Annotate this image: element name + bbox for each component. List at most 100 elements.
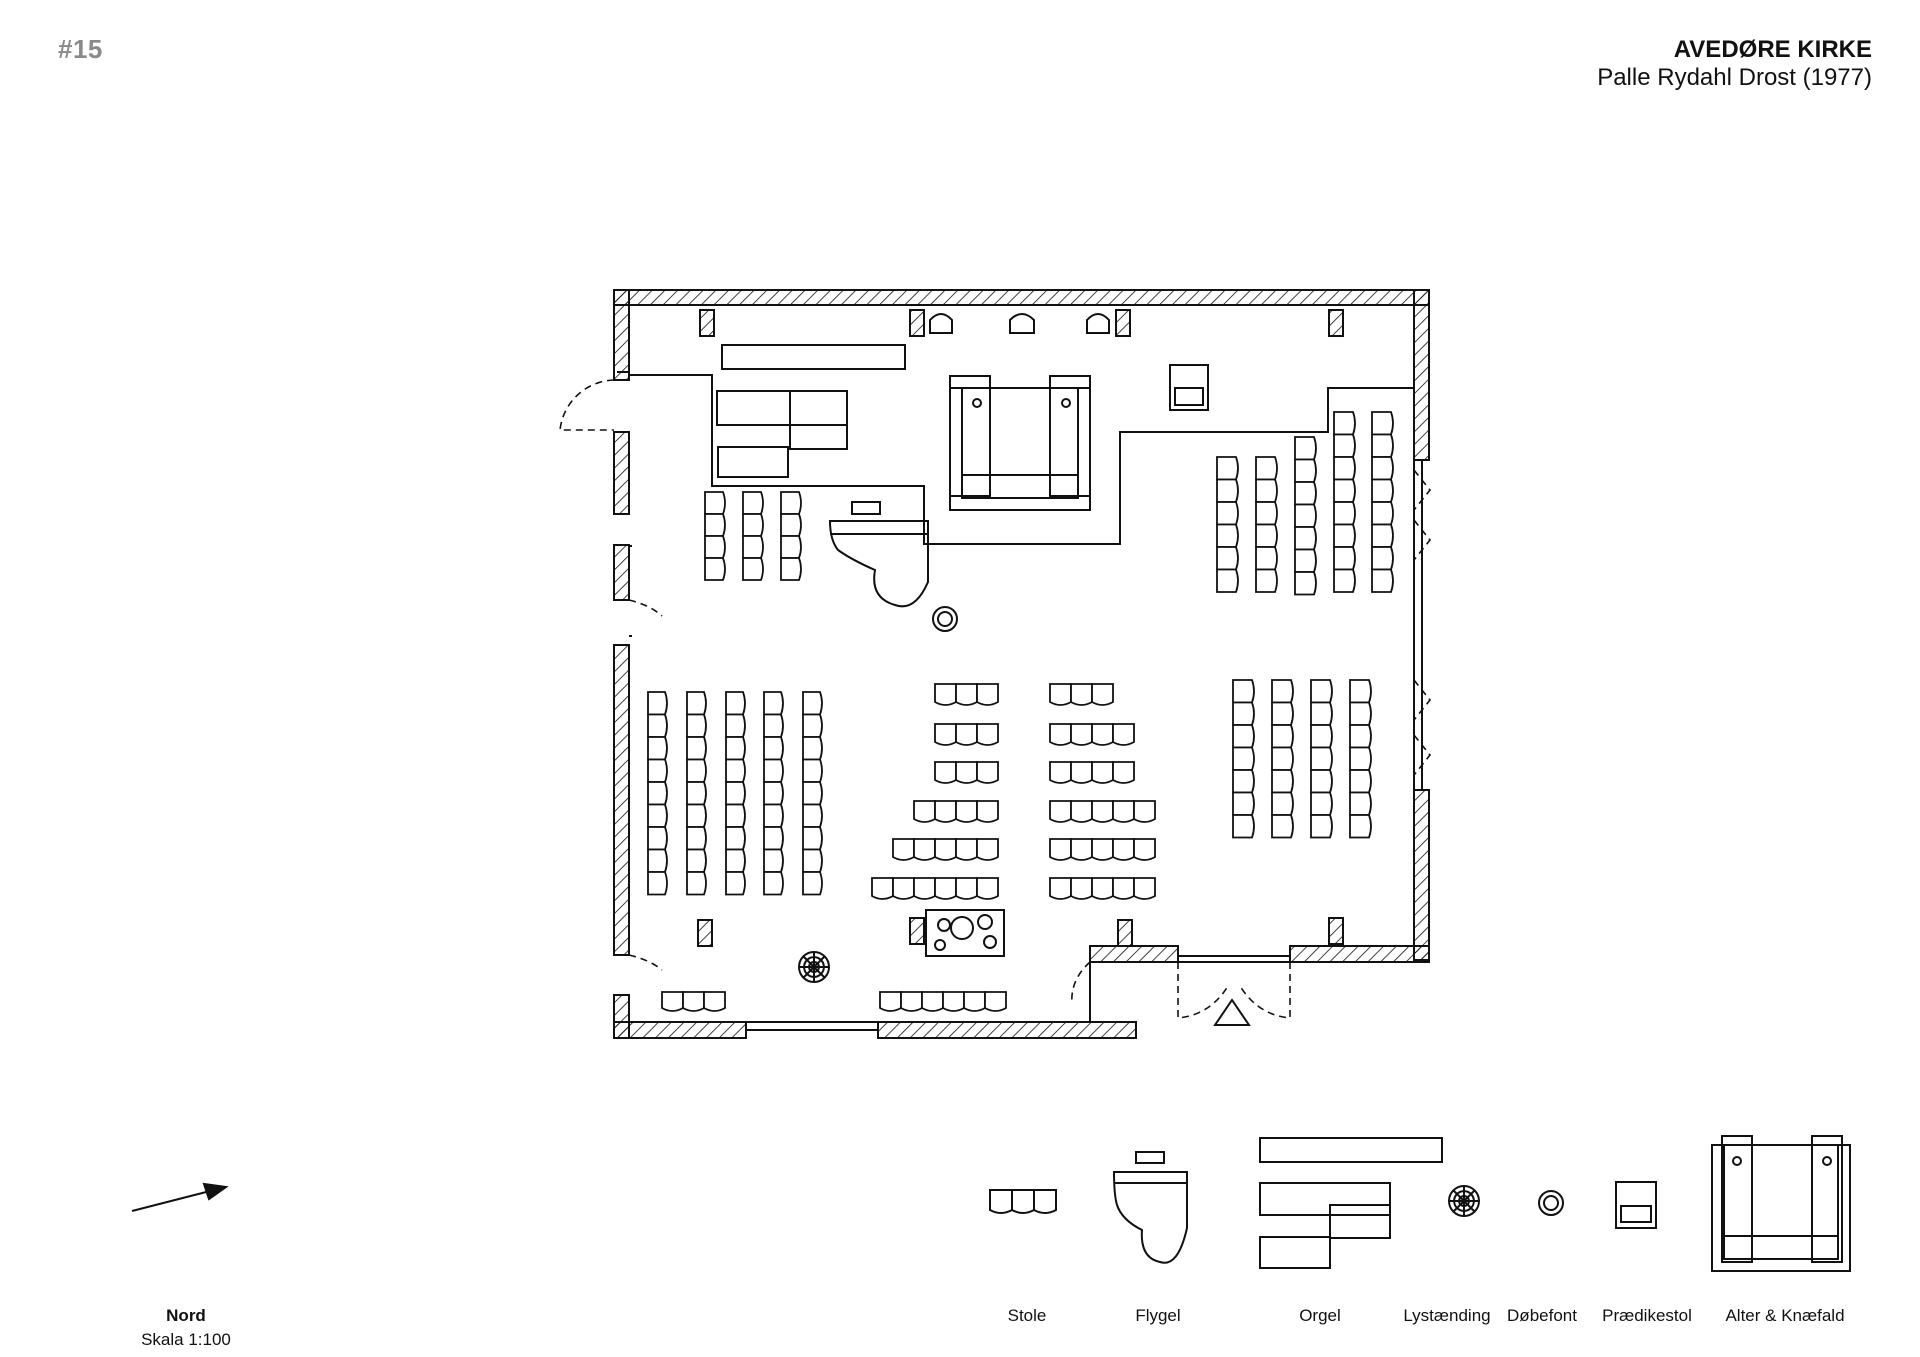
chair — [1133, 800, 1156, 823]
chair — [1371, 546, 1394, 571]
chair — [1349, 746, 1372, 771]
chair — [976, 800, 999, 823]
door-swing-west — [559, 379, 615, 431]
chair — [1349, 791, 1372, 816]
scale-label: Skala 1:100 — [141, 1330, 231, 1349]
chair — [802, 803, 823, 828]
chair — [802, 691, 823, 716]
chair — [1333, 523, 1356, 548]
chair — [686, 826, 707, 851]
candle-stand-icon — [798, 951, 830, 983]
chair — [802, 758, 823, 783]
chair — [913, 800, 936, 823]
page-subtitle: Palle Rydahl Drost (1977) — [1597, 64, 1872, 91]
chair — [802, 781, 823, 806]
legend-chair — [1033, 1189, 1057, 1214]
chair — [1049, 800, 1072, 823]
wall-west-top — [613, 289, 630, 381]
chair — [763, 758, 784, 783]
legend-label: Prædikestol — [1602, 1306, 1692, 1325]
chair — [1271, 791, 1294, 816]
wall-south-mid — [877, 1021, 1137, 1039]
chair — [1349, 701, 1372, 726]
chair — [1216, 568, 1239, 593]
sheet-number: #15 — [58, 34, 103, 64]
legend-font-outer — [1538, 1190, 1564, 1216]
legend-icons — [989, 1135, 1851, 1272]
chair — [647, 871, 668, 896]
chair — [1216, 501, 1239, 526]
chair — [1333, 433, 1356, 458]
chair — [1112, 800, 1135, 823]
chair — [763, 848, 784, 873]
chair — [1310, 724, 1333, 749]
chair — [1371, 433, 1394, 458]
chair — [1271, 679, 1294, 704]
baptismal-font-outer — [932, 606, 958, 632]
candle-holder-icon — [1086, 313, 1110, 334]
chair — [1310, 769, 1333, 794]
legend-chair — [989, 1189, 1013, 1214]
legend-label: Flygel — [1135, 1306, 1181, 1325]
organ-console — [789, 390, 848, 450]
pillar — [1328, 309, 1344, 337]
chair — [1255, 501, 1278, 526]
entrance-marker-icon — [1213, 998, 1251, 1026]
chair — [984, 991, 1007, 1012]
door-swing-east-top — [1413, 469, 1432, 561]
chair — [1333, 456, 1356, 481]
chair — [742, 535, 764, 559]
wall-entry-east — [1289, 945, 1430, 963]
wall-west-lower — [613, 644, 630, 956]
piano-bench — [851, 501, 881, 515]
chair — [1091, 800, 1114, 823]
side-table — [925, 909, 1005, 957]
north-arrow-shaft — [131, 1189, 215, 1212]
chair — [1294, 571, 1317, 596]
chair — [892, 838, 915, 861]
chair — [1216, 523, 1239, 548]
pillar — [1115, 309, 1131, 337]
legend-organ-top — [1259, 1137, 1443, 1163]
chair — [647, 736, 668, 761]
chair — [780, 491, 802, 515]
chair — [686, 713, 707, 738]
wall-entry-west — [1089, 945, 1179, 963]
baptismal-font-inner — [937, 611, 953, 627]
pillar — [697, 919, 713, 947]
chair — [913, 877, 936, 900]
chair — [1333, 568, 1356, 593]
chair — [682, 991, 705, 1012]
walls — [613, 289, 1430, 1039]
chair — [647, 691, 668, 716]
chair — [1232, 791, 1255, 816]
chair — [725, 736, 746, 761]
chair — [763, 871, 784, 896]
chair — [1294, 503, 1317, 528]
chair — [1333, 546, 1356, 571]
door-swings — [559, 379, 1432, 1019]
chair — [913, 838, 936, 861]
altar-dot-left — [972, 398, 982, 408]
chair — [1049, 877, 1072, 900]
chair — [963, 991, 986, 1012]
chair — [703, 991, 726, 1012]
chair — [1310, 814, 1333, 839]
chair — [934, 877, 957, 900]
chair — [1112, 838, 1135, 861]
chair — [921, 991, 944, 1012]
chair — [1049, 761, 1072, 784]
organ-case — [716, 390, 848, 426]
chair — [1271, 746, 1294, 771]
pillar — [909, 917, 925, 945]
chair — [725, 781, 746, 806]
pillars — [697, 309, 1344, 947]
chair — [976, 877, 999, 900]
chair — [725, 803, 746, 828]
pillar — [699, 309, 715, 337]
chair — [1310, 679, 1333, 704]
candle-holder-icon — [929, 313, 953, 334]
chair — [647, 713, 668, 738]
south-window — [746, 1021, 878, 1031]
chair — [725, 758, 746, 783]
